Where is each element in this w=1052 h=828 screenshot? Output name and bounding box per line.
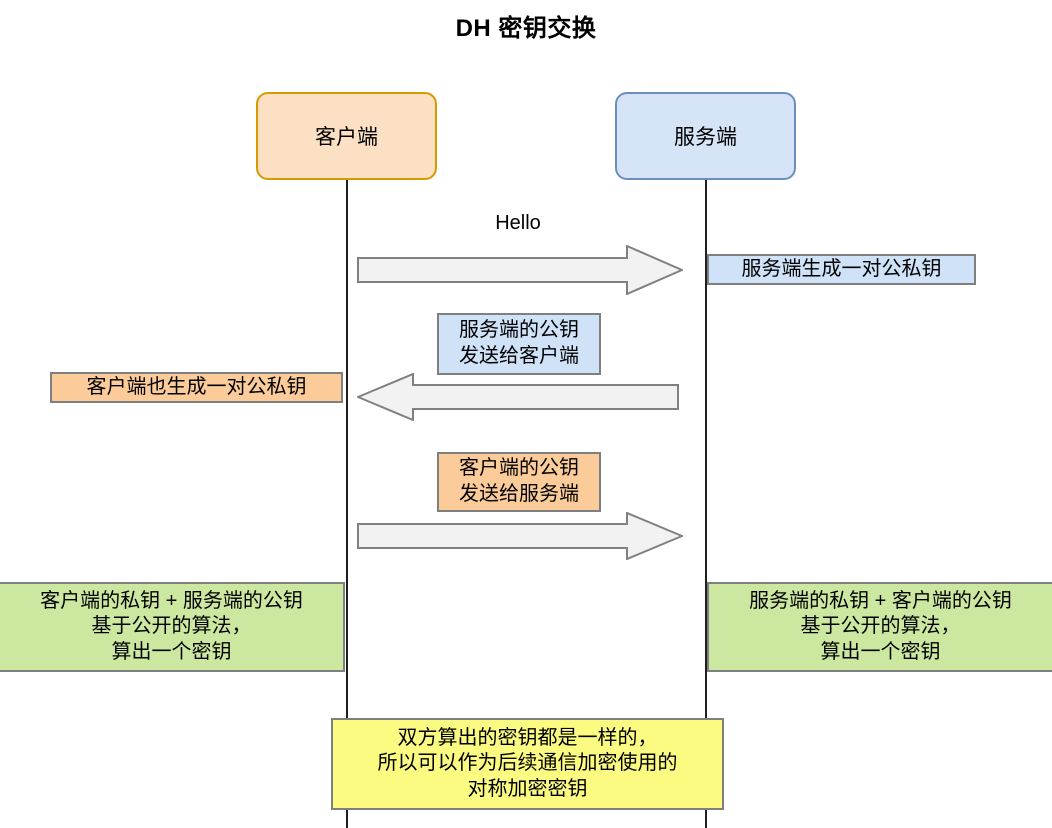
lifeline-client bbox=[346, 180, 348, 828]
message-label-hello: Hello bbox=[495, 212, 541, 234]
page-title: DH 密钥交换 bbox=[455, 15, 597, 42]
actor-server-label: 服务端 bbox=[674, 126, 737, 149]
actor-server[interactable]: 服务端 bbox=[615, 92, 796, 180]
actor-client-label: 客户端 bbox=[315, 126, 378, 149]
note-client-keypair: 客户端也生成一对公私钥 bbox=[50, 372, 343, 403]
block-arrow-server-public-key-left bbox=[357, 373, 679, 421]
note-client-shared-secret: 客户端的私钥 + 服务端的公钥 基于公开的算法， 算出一个密钥 bbox=[0, 582, 345, 672]
block-arrow-hello-right bbox=[357, 245, 683, 295]
note-client-public-key-message: 客户端的公钥 发送给服务端 bbox=[437, 452, 601, 512]
note-symmetric-key-conclusion: 双方算出的密钥都是一样的， 所以可以作为后续通信加密使用的 对称加密密钥 bbox=[331, 718, 724, 810]
note-symmetric-key-conclusion-label: 双方算出的密钥都是一样的， 所以可以作为后续通信加密使用的 对称加密密钥 bbox=[377, 726, 678, 800]
note-server-keypair: 服务端生成一对公私钥 bbox=[707, 254, 976, 285]
note-server-keypair-label: 服务端生成一对公私钥 bbox=[741, 257, 942, 280]
note-server-shared-secret: 服务端的私钥 + 客户端的公钥 基于公开的算法， 算出一个密钥 bbox=[707, 582, 1052, 672]
note-client-public-key-message-label: 客户端的公钥 发送给服务端 bbox=[459, 457, 579, 505]
actor-client[interactable]: 客户端 bbox=[256, 92, 437, 180]
note-server-public-key-message: 服务端的公钥 发送给客户端 bbox=[437, 313, 601, 375]
block-arrow-client-public-key-right bbox=[357, 512, 683, 560]
note-server-public-key-message-label: 服务端的公钥 发送给客户端 bbox=[459, 319, 579, 367]
note-client-shared-secret-label: 客户端的私钥 + 服务端的公钥 基于公开的算法， 算出一个密钥 bbox=[40, 589, 303, 663]
note-client-keypair-label: 客户端也生成一对公私钥 bbox=[86, 375, 307, 398]
lifeline-server bbox=[705, 180, 707, 828]
note-server-shared-secret-label: 服务端的私钥 + 客户端的公钥 基于公开的算法， 算出一个密钥 bbox=[749, 589, 1012, 663]
